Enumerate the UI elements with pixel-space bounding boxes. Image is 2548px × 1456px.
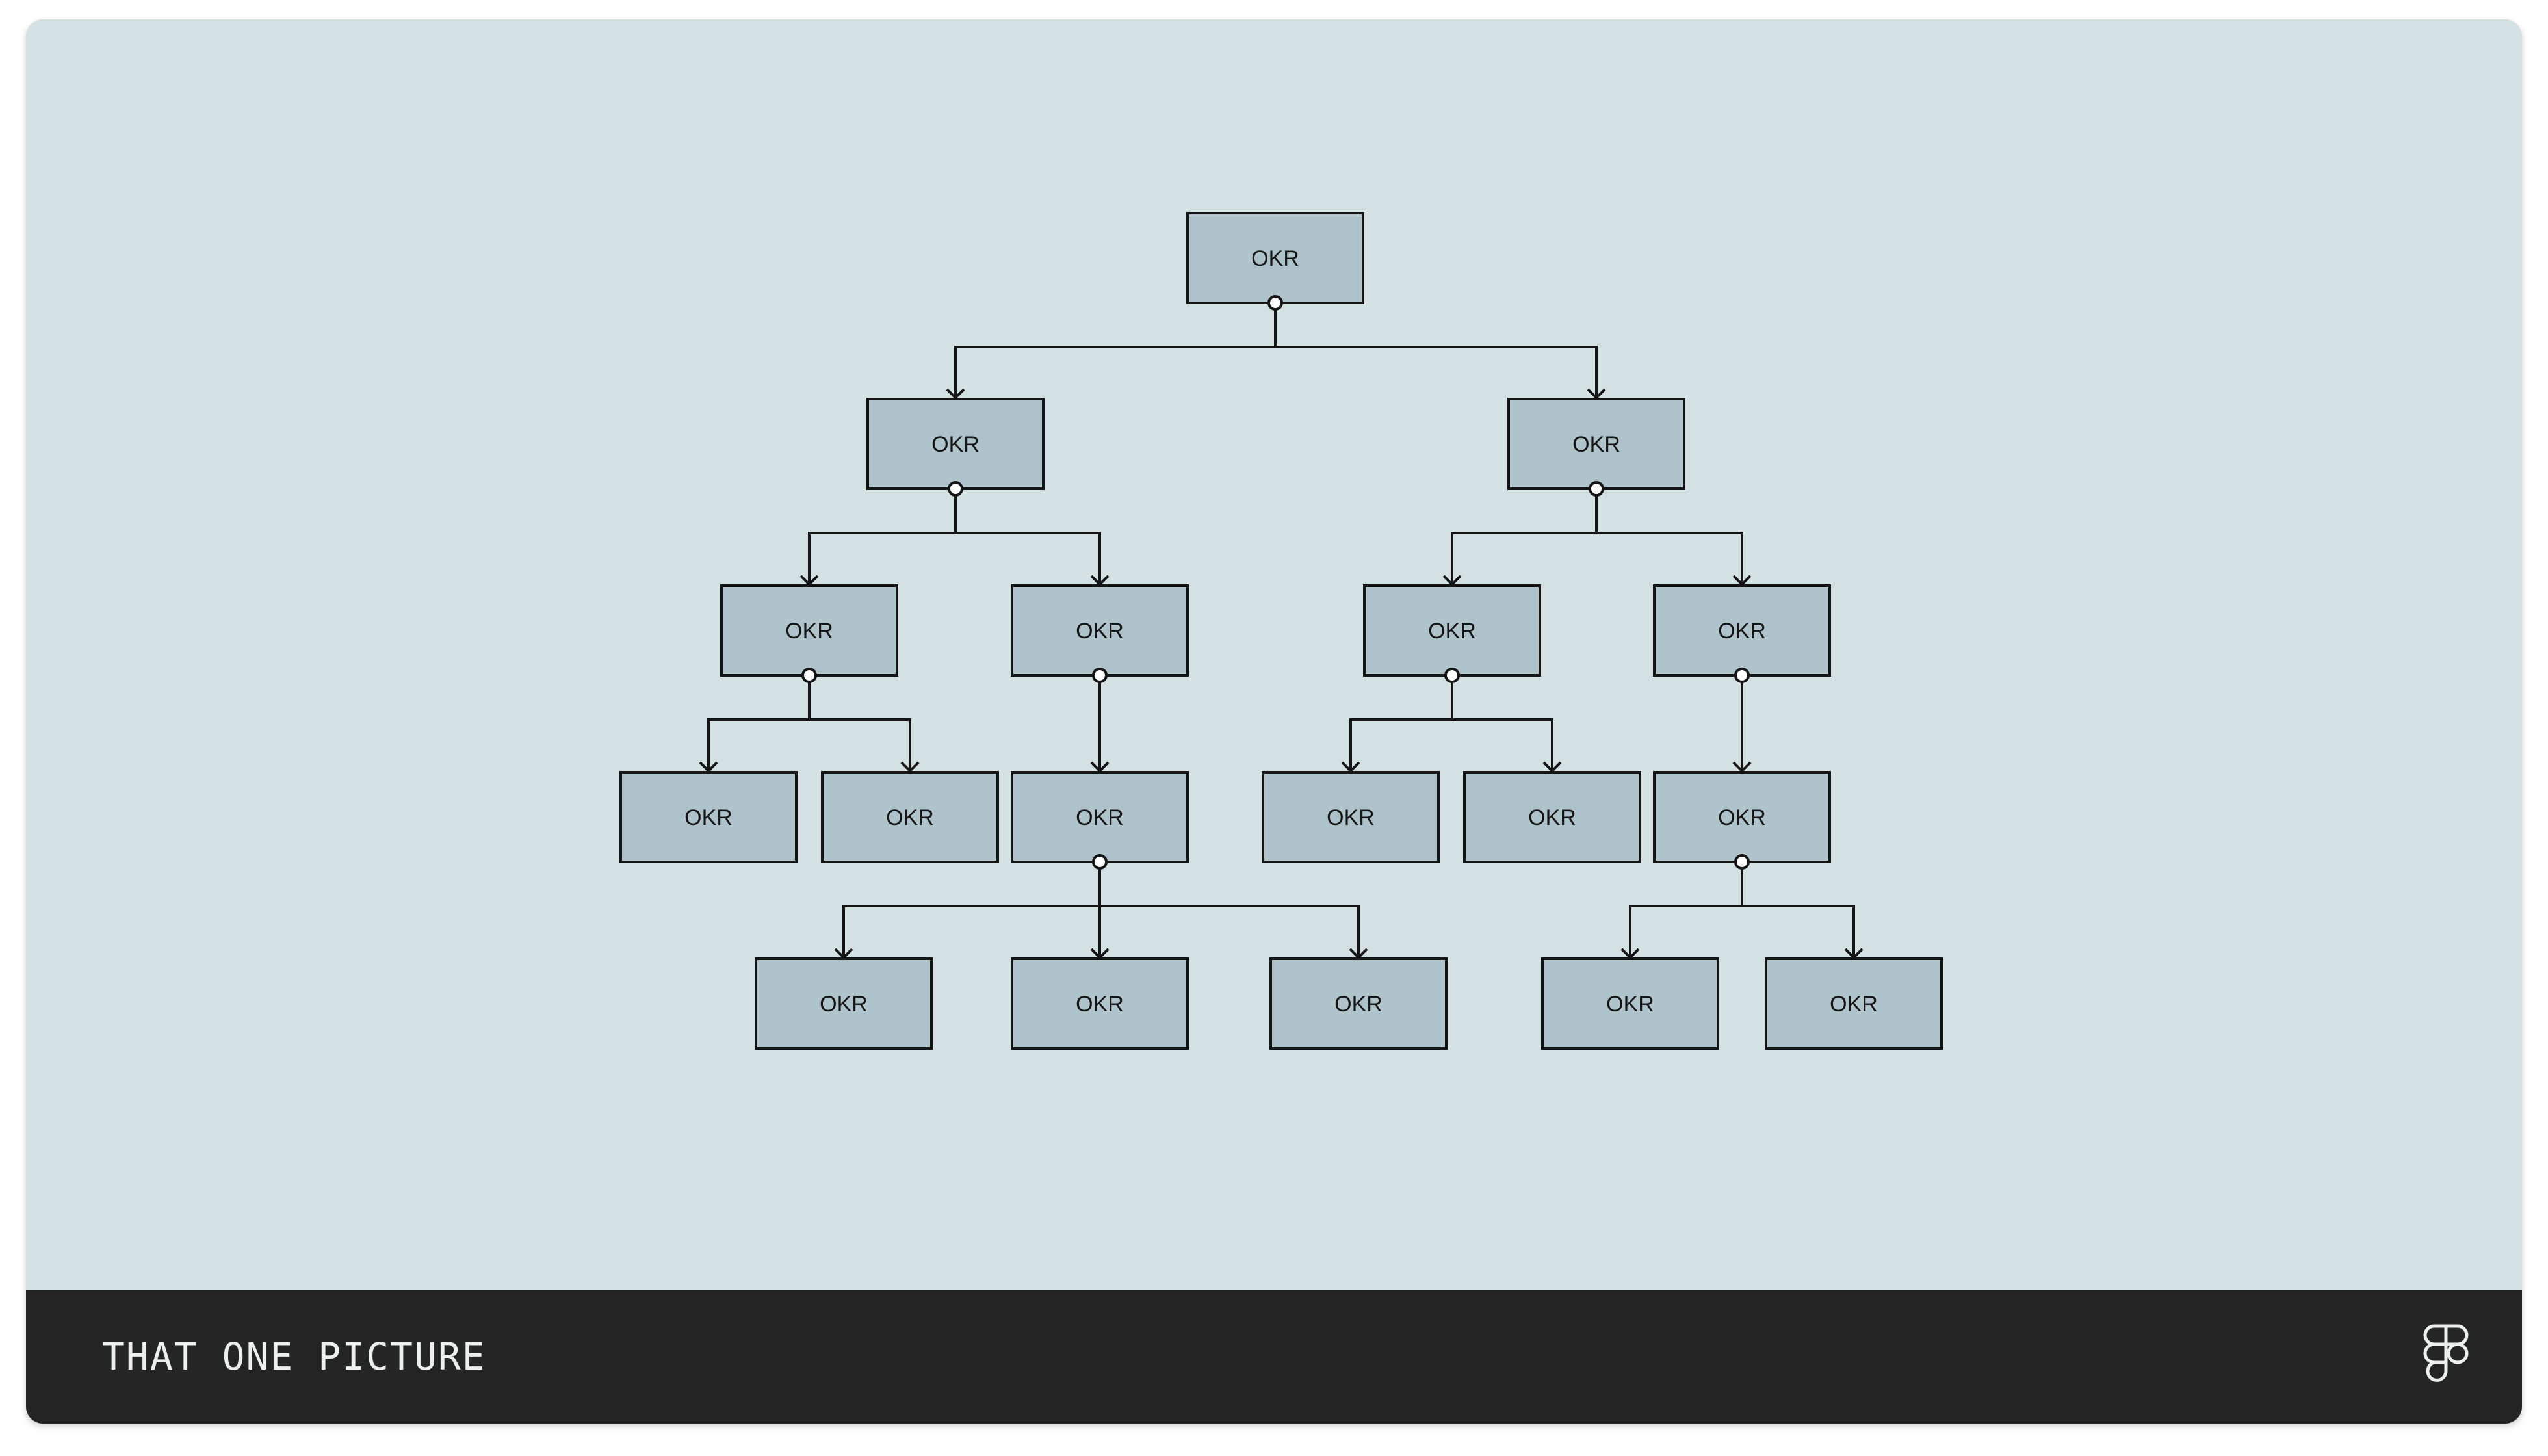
okr-node-label: OKR <box>684 805 733 830</box>
okr-node-label: OKR <box>1076 992 1124 1017</box>
footer-title: THAT ONE PICTURE <box>102 1334 486 1379</box>
okr-tree-diagram: OKR OKR OKR OKR OKR OKR OKR OKR OKR OKR OKR OKR OKR O… <box>619 212 1943 1050</box>
okr-node-box <box>1541 957 1719 1050</box>
okr-node[interactable]: OKR <box>1507 398 1685 490</box>
okr-node-label: OKR <box>1830 992 1878 1017</box>
okr-node[interactable]: OKR <box>866 398 1045 490</box>
okr-node-label: OKR <box>1528 805 1576 830</box>
okr-node-label: OKR <box>1606 992 1654 1017</box>
okr-node-box <box>821 771 999 863</box>
okr-node-box <box>1463 771 1641 863</box>
port-n2[interactable] <box>948 481 963 497</box>
okr-node-box <box>1011 584 1189 677</box>
edge-n2-n4 <box>808 489 957 584</box>
edge-n1-n3 <box>1274 303 1598 398</box>
okr-node-label: OKR <box>1718 619 1766 644</box>
okr-node[interactable]: OKR <box>1011 584 1189 677</box>
edge-n3-n6 <box>1451 489 1598 584</box>
port-n1[interactable] <box>1268 295 1283 311</box>
edge-n3-n7 <box>1595 489 1743 584</box>
okr-node[interactable]: OKR <box>821 771 999 863</box>
port-n6[interactable] <box>1444 668 1460 683</box>
node-layer: OKR OKR OKR OKR OKR OKR OKR OKR OKR OKR OKR OKR OKR O… <box>619 212 1943 1050</box>
okr-node-label: OKR <box>1251 246 1299 271</box>
okr-node[interactable]: OKR <box>720 584 898 677</box>
footer-bar: THAT ONE PICTURE <box>26 1290 2522 1424</box>
okr-node[interactable]: OKR <box>1541 957 1719 1050</box>
okr-node[interactable]: OKR <box>1269 957 1448 1050</box>
okr-node-box <box>1765 957 1943 1050</box>
okr-node-box <box>866 398 1045 490</box>
port-n5[interactable] <box>1092 668 1108 683</box>
port-layer <box>801 295 1750 870</box>
edge-n13-n17 <box>1629 862 1743 957</box>
okr-node-box <box>1186 212 1364 304</box>
port-n13[interactable] <box>1734 854 1750 870</box>
okr-node[interactable]: OKR <box>1262 771 1440 863</box>
edge-n2-n5 <box>954 489 1101 584</box>
okr-node-label: OKR <box>1718 805 1766 830</box>
edge-n4-n8 <box>707 675 811 771</box>
okr-node-label: OKR <box>785 619 833 644</box>
okr-node-label: OKR <box>820 992 868 1017</box>
okr-node-box <box>1011 957 1189 1050</box>
edge-n10-n14 <box>842 862 1101 957</box>
figma-logo-icon <box>2423 1324 2469 1382</box>
okr-node-box <box>755 957 933 1050</box>
okr-node-box <box>1653 771 1831 863</box>
edge-layer <box>699 303 1864 959</box>
okr-node-box <box>1262 771 1440 863</box>
okr-node-label: OKR <box>886 805 934 830</box>
okr-node[interactable]: OKR <box>1011 771 1189 863</box>
edge-n6-n12 <box>1451 675 1554 771</box>
okr-node[interactable]: OKR <box>1653 584 1831 677</box>
edge-n4-n9 <box>808 675 911 771</box>
port-n7[interactable] <box>1734 668 1750 683</box>
okr-node-label: OKR <box>1572 432 1620 457</box>
okr-node-box <box>720 584 898 677</box>
okr-node-label: OKR <box>1076 805 1124 830</box>
okr-node[interactable]: OKR <box>1765 957 1943 1050</box>
edge-n13-n18 <box>1741 862 1855 957</box>
edge-n1-n2 <box>954 303 1277 398</box>
slide-card: OKR OKR OKR OKR OKR OKR OKR OKR OKR OKR OKR OKR OKR O… <box>26 20 2522 1424</box>
port-n4[interactable] <box>801 668 817 683</box>
okr-node-label: OKR <box>1327 805 1375 830</box>
okr-node-label: OKR <box>1428 619 1476 644</box>
okr-node[interactable]: OKR <box>1363 584 1541 677</box>
okr-node[interactable]: OKR <box>755 957 933 1050</box>
edge-n6-n11 <box>1349 675 1453 771</box>
port-n10[interactable] <box>1092 854 1108 870</box>
okr-node-label: OKR <box>1334 992 1383 1017</box>
okr-node-box <box>1011 771 1189 863</box>
port-n3[interactable] <box>1589 481 1604 497</box>
edge-n10-n16 <box>1098 862 1360 957</box>
okr-node[interactable]: OKR <box>1653 771 1831 863</box>
okr-node-box <box>1269 957 1448 1050</box>
okr-node-box <box>619 771 798 863</box>
okr-node[interactable]: OKR <box>619 771 798 863</box>
okr-node[interactable]: OKR <box>1463 771 1641 863</box>
okr-node-label: OKR <box>931 432 980 457</box>
okr-node[interactable]: OKR <box>1011 957 1189 1050</box>
okr-node-label: OKR <box>1076 619 1124 644</box>
okr-node[interactable]: OKR <box>1186 212 1364 304</box>
